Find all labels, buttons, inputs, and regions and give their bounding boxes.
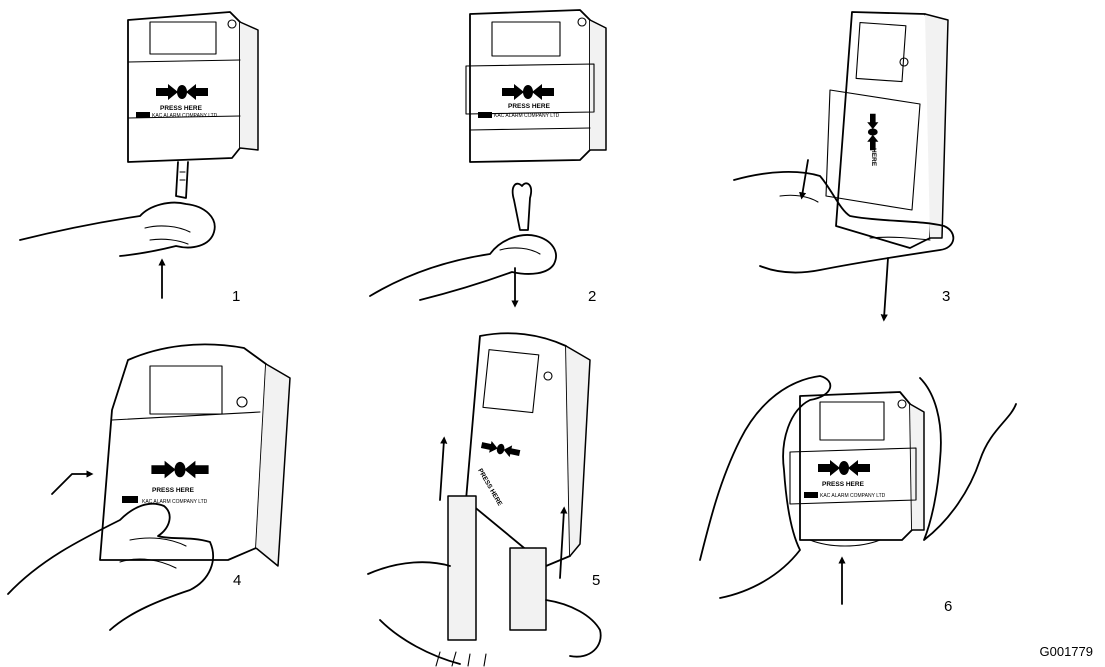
svg-text:KAC ALARM COMPANY LTD: KAC ALARM COMPANY LTD [494,113,560,119]
svg-text:PRESS HERE: PRESS HERE [508,103,551,110]
step-3-number: 3 [942,288,950,305]
svg-text:HERE: HERE [870,148,877,167]
step-1-number: 1 [232,288,240,305]
step-2-number: 2 [588,288,596,305]
step-4-illustration: PRESS HERE KAC ALARM COMPANY LTD [8,344,290,630]
step-1-illustration: PRESS HERE KAC ALARM COMPANY LTD [20,12,258,298]
step-5-illustration: PRESS HERE [368,333,601,666]
svg-text:PRESS HERE: PRESS HERE [822,481,865,488]
svg-text:KAC ALARM COMPANY LTD: KAC ALARM COMPANY LTD [820,493,886,499]
step-6-illustration: PRESS HERE KAC ALARM COMPANY LTD [700,376,1016,604]
step-6-number: 6 [944,598,952,615]
svg-text:KAC ALARM COMPANY LTD: KAC ALARM COMPANY LTD [152,113,218,119]
svg-text:PRESS HERE: PRESS HERE [160,105,203,112]
step-5-number: 5 [592,572,600,589]
step-2-illustration: PRESS HERE KAC ALARM COMPANY LTD [370,10,606,304]
figure-code: G001779 [1040,644,1094,659]
svg-text:PRESS HERE: PRESS HERE [152,487,195,494]
step-4-number: 4 [233,572,241,589]
step-3-illustration: HERE [734,12,953,318]
